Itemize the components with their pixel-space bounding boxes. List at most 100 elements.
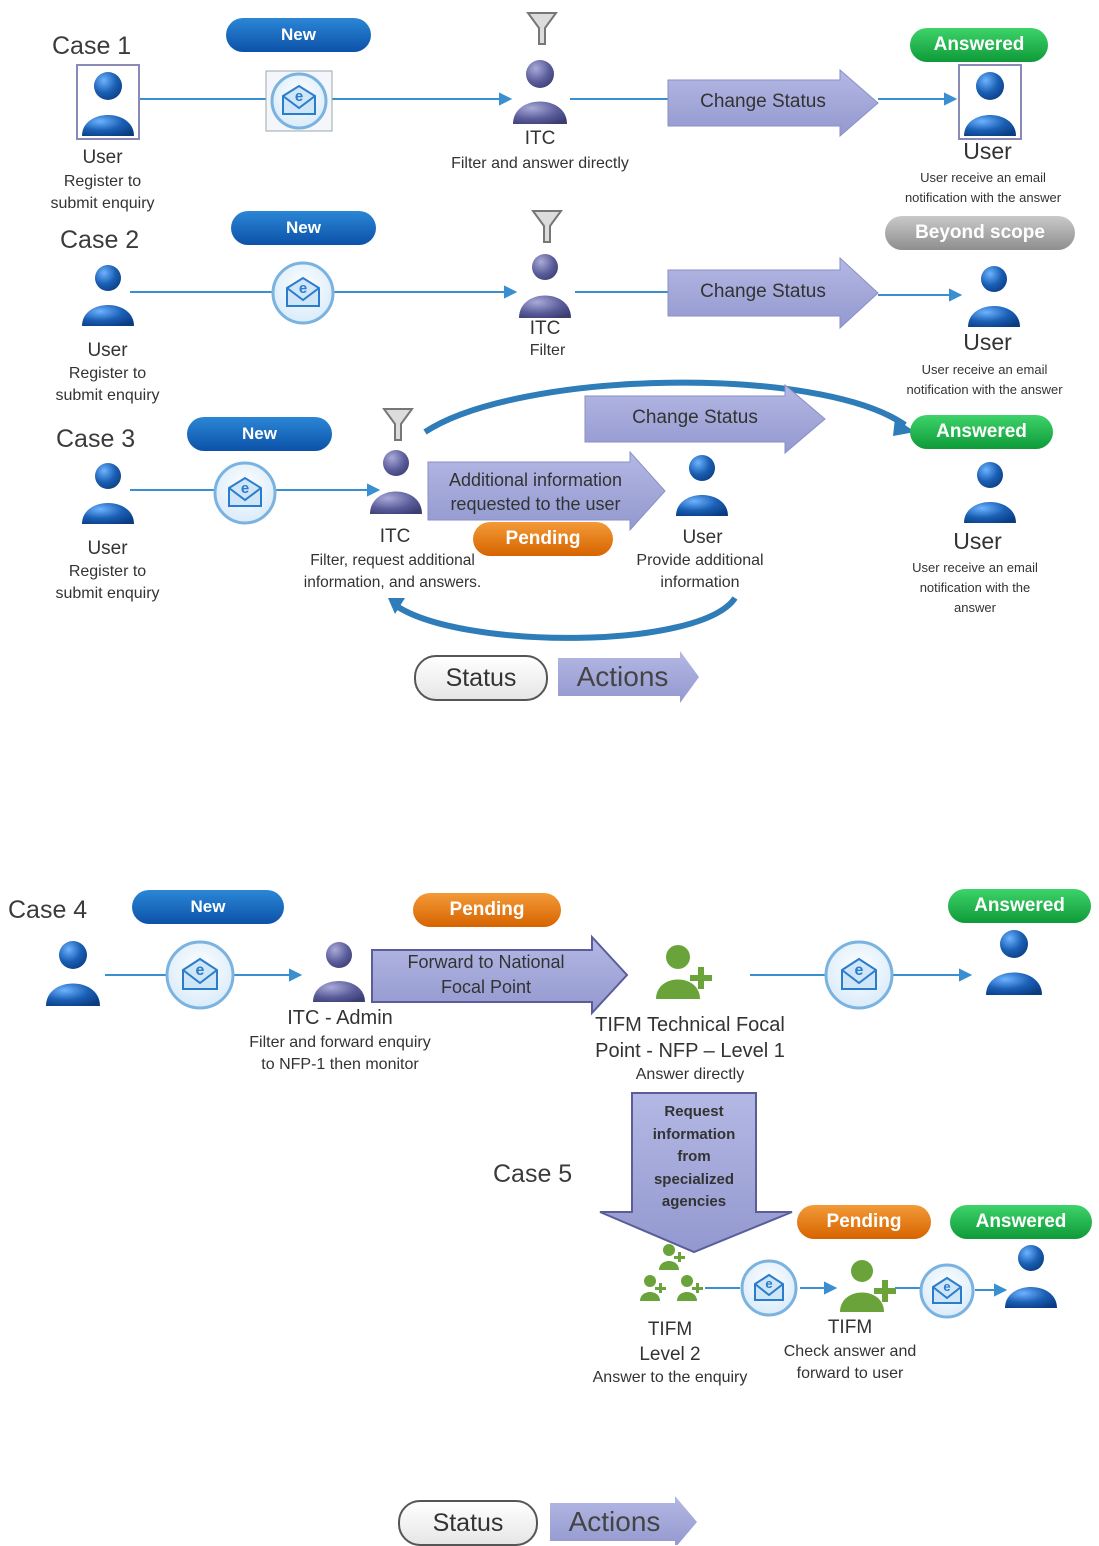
- svg-text:e: e: [196, 962, 205, 979]
- person-blue-icon: [76, 64, 140, 140]
- person-blue-icon: [82, 463, 134, 524]
- email-envelope-icon: e: [165, 940, 235, 1010]
- email-envelope-icon: e: [740, 1259, 798, 1317]
- case1-user-title: User: [82, 147, 123, 168]
- legend-status-pill: Status: [414, 655, 548, 701]
- case2-user-title: User: [87, 340, 128, 361]
- legend-status-pill: Status: [398, 1500, 538, 1546]
- person-blue-icon: [676, 455, 728, 516]
- legend-actions-arrow-2: [550, 1496, 697, 1545]
- case3-user2-desc: User receive an email notification with …: [912, 560, 1038, 615]
- case3-user-mid-title: User: [682, 527, 723, 548]
- case1-itc-title: ITC: [524, 128, 556, 149]
- svg-text:e: e: [855, 962, 864, 979]
- case3-itc-desc: Filter, request additional information, …: [303, 552, 482, 591]
- case2-user-desc: Register to submit enquiry: [55, 365, 160, 404]
- status-badge-new: New: [231, 211, 376, 245]
- status-badge-answered: Answered: [950, 1205, 1092, 1239]
- legend-actions-text: Actions: [576, 661, 669, 692]
- case-4-label: Case 4: [8, 896, 88, 924]
- email-envelope-icon: e: [824, 940, 894, 1010]
- status-badge-new: New: [187, 417, 332, 451]
- case3-user-title: User: [87, 538, 128, 559]
- person-purple-icon: [513, 60, 567, 124]
- case2-user2-title: User: [963, 329, 1012, 355]
- change-status-arrow-3: [584, 383, 826, 455]
- case4-itc-title: ITC - Admin: [287, 1007, 393, 1029]
- case2-user2-desc: User receive an email notification with …: [906, 362, 1063, 397]
- email-envelope-icon: e: [265, 70, 333, 132]
- additional-info-text: Additional information requested to the …: [428, 468, 643, 516]
- case2-itc-desc: Filter: [529, 342, 566, 359]
- status-badge-answered: Answered: [910, 28, 1048, 62]
- request-info-text: Request information from specialized age…: [652, 1103, 736, 1210]
- case-1-label: Case 1: [52, 32, 132, 60]
- status-badge-beyond-scope: Beyond scope: [885, 216, 1075, 250]
- status-badge-pending: Pending: [797, 1205, 931, 1239]
- case3-user-desc: Register to submit enquiry: [55, 563, 160, 602]
- person-green-plus-icon: [840, 1260, 896, 1312]
- person-purple-icon: [370, 450, 422, 514]
- status-badge-pending: Pending: [473, 522, 613, 556]
- additional-info-line-1: Additional information: [448, 470, 623, 490]
- change-status-arrow-2: [667, 256, 879, 330]
- funnel-icon: [526, 12, 558, 45]
- case5-tifm-desc: Check answer and forward to user: [783, 1343, 917, 1382]
- case3-user-mid-desc: Provide additional information: [636, 552, 764, 591]
- person-blue-icon: [986, 930, 1042, 995]
- email-envelope-icon: e: [271, 261, 335, 325]
- person-blue-icon: [1005, 1245, 1057, 1308]
- case1-user2-title: User: [963, 138, 1012, 164]
- person-blue-icon: [968, 266, 1020, 327]
- case5-level2-desc: Answer to the enquiry: [592, 1369, 748, 1386]
- case-2-label: Case 2: [60, 226, 140, 254]
- forward-nfp-line-2: Focal Point: [440, 977, 532, 997]
- email-envelope-icon: e: [919, 1263, 975, 1319]
- funnel-icon: [382, 408, 414, 441]
- case1-user2-desc: User receive an email notification with …: [904, 170, 1062, 205]
- person-blue-icon: [82, 265, 134, 326]
- case3-itc-title: ITC: [379, 526, 411, 547]
- case1-user-desc: Register to submit enquiry: [50, 173, 155, 212]
- status-badge-new: New: [132, 890, 284, 924]
- case3-user2-title: User: [953, 528, 1002, 554]
- email-envelope-icon: e: [213, 461, 277, 525]
- svg-text:e: e: [241, 480, 249, 497]
- status-badge-pending: Pending: [413, 893, 561, 927]
- svg-text:e: e: [765, 1276, 772, 1291]
- case5-tifm-title: TIFM: [827, 1317, 873, 1338]
- person-purple-icon: [313, 942, 365, 1002]
- case2-itc-title: ITC: [529, 318, 561, 339]
- forward-nfp-text: Forward to National Focal Point: [372, 950, 600, 1000]
- case4-itc-desc: Filter and forward enquiry to NFP-1 then…: [249, 1034, 431, 1073]
- status-badge-new: New: [226, 18, 371, 52]
- person-purple-icon: [519, 254, 571, 318]
- case-5-label: Case 5: [493, 1160, 573, 1188]
- change-status-arrow-1: [667, 68, 879, 138]
- forward-nfp-line-1: Forward to National: [407, 952, 565, 972]
- person-blue-icon: [46, 941, 100, 1006]
- person-green-plus-icon: [656, 945, 712, 999]
- status-badge-answered: Answered: [948, 889, 1091, 923]
- case5-level2-title: TIFM Level 2: [639, 1319, 701, 1365]
- funnel-icon: [531, 210, 563, 243]
- svg-text:e: e: [299, 280, 307, 297]
- case1-itc-desc: Filter and answer directly: [451, 155, 629, 172]
- change-status-text-1: Change Status: [700, 91, 826, 112]
- person-blue-icon: [958, 64, 1022, 140]
- forward-nfp-arrow: [371, 934, 629, 1016]
- change-status-text-2: Change Status: [700, 281, 826, 302]
- change-status-text-3: Change Status: [632, 407, 758, 428]
- svg-text:e: e: [943, 1279, 950, 1294]
- additional-info-arrow: [427, 450, 666, 532]
- status-badge-answered: Answered: [910, 415, 1053, 449]
- person-green-plus-icon: [640, 1244, 703, 1301]
- legend-actions-text: Actions: [568, 1506, 661, 1537]
- svg-text:e: e: [295, 88, 303, 105]
- request-info-down-arrow: [599, 1092, 793, 1254]
- additional-info-line-2: requested to the user: [450, 494, 621, 514]
- case4-tifm-title: TIFM Technical Focal Point - NFP – Level…: [595, 1014, 785, 1062]
- case4-tifm-desc: Answer directly: [635, 1066, 745, 1083]
- legend-actions-arrow-1: [558, 651, 699, 703]
